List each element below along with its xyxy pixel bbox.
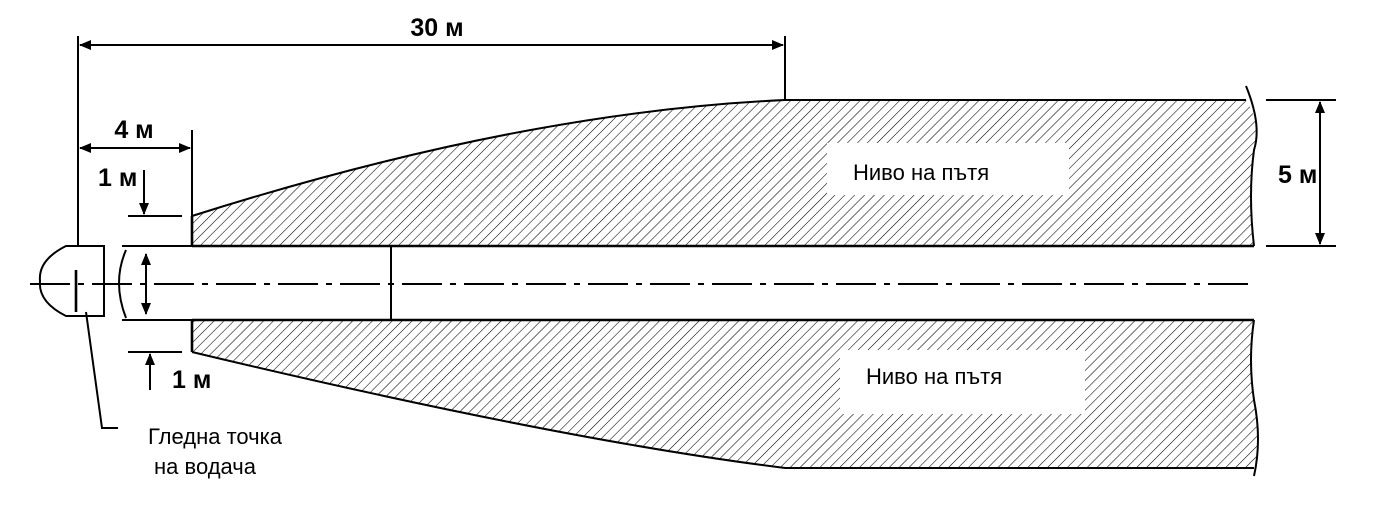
dim-4-label: 4 м: [114, 116, 153, 144]
dim-1-bottom-label: 1 м: [172, 366, 211, 394]
road-area-bottom: [192, 320, 1258, 468]
road-label-bottom: Ниво на пътя: [866, 364, 1002, 389]
dim-30-label: 30 м: [410, 14, 463, 42]
break-line-bottom: [1250, 319, 1259, 477]
break-line-top: [1245, 85, 1258, 247]
road-area-top: [192, 100, 1257, 246]
vehicle-outline-left: [38, 245, 105, 317]
road-label-box-top: [827, 143, 1069, 195]
road-edge-top: [191, 99, 1246, 217]
viewpoint-caption-line1: Гледна точка: [148, 424, 283, 449]
vehicle-outline-right: [118, 249, 127, 319]
viewpoint-leader: [85, 311, 118, 429]
dim-1-top-label: 1 м: [98, 164, 137, 192]
dim-5-label: 5 м: [1278, 161, 1317, 189]
road-label-top: Ниво на пътя: [853, 160, 989, 185]
road-label-box-bottom: [840, 350, 1085, 414]
viewpoint-caption-line2: на водача: [154, 454, 257, 479]
road-edge-bottom: [191, 351, 1254, 469]
